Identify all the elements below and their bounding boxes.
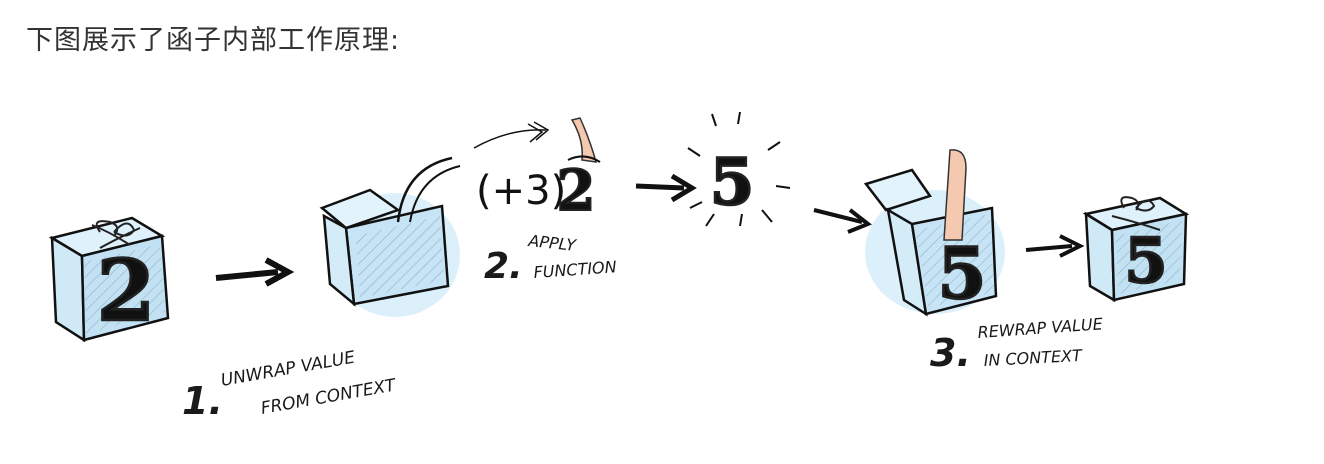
step-2-line-1: APPLY	[527, 231, 578, 255]
step-1-label: 1. UNWRAP VALUE FROM CONTEXT	[182, 348, 399, 423]
function-text: (+3)	[476, 168, 566, 214]
wrapped-box-input: 2	[48, 216, 170, 343]
arrow-3	[813, 208, 872, 234]
function-input-value: 2	[557, 158, 596, 224]
page-heading: 下图展示了函子内部工作原理:	[26, 25, 401, 56]
step-3-label: 3. REWRAP VALUE IN CONTEXT	[930, 314, 1104, 375]
step-2-label: 2. APPLY FUNCTION	[484, 231, 617, 287]
arrow-1	[215, 257, 295, 287]
function-application: (+3) 2	[473, 117, 601, 225]
step-2-line-2: FUNCTION	[533, 257, 617, 282]
wrapped-output-value-label: 5	[1124, 224, 1167, 297]
rewrap-box: 5	[863, 149, 1005, 317]
rewrap-value-label: 5	[938, 232, 987, 315]
input-value-label: 2	[97, 241, 155, 340]
step-3-line-2: IN CONTEXT	[983, 346, 1083, 370]
opened-box	[319, 156, 461, 317]
step-1-line-2: FROM CONTEXT	[259, 375, 398, 419]
step-2-number: 2.	[484, 246, 523, 287]
arrow-2	[635, 173, 697, 203]
step-1-line-1: UNWRAP VALUE	[219, 348, 356, 391]
step-1-number: 1.	[182, 379, 223, 423]
wrapped-box-output: 5	[1082, 196, 1190, 303]
output-value-label: 5	[710, 145, 755, 220]
arrow-4	[1025, 234, 1085, 258]
step-3-line-1: REWRAP VALUE	[977, 314, 1104, 342]
step-3-number: 3.	[930, 331, 971, 375]
result-value: 5	[687, 111, 791, 227]
